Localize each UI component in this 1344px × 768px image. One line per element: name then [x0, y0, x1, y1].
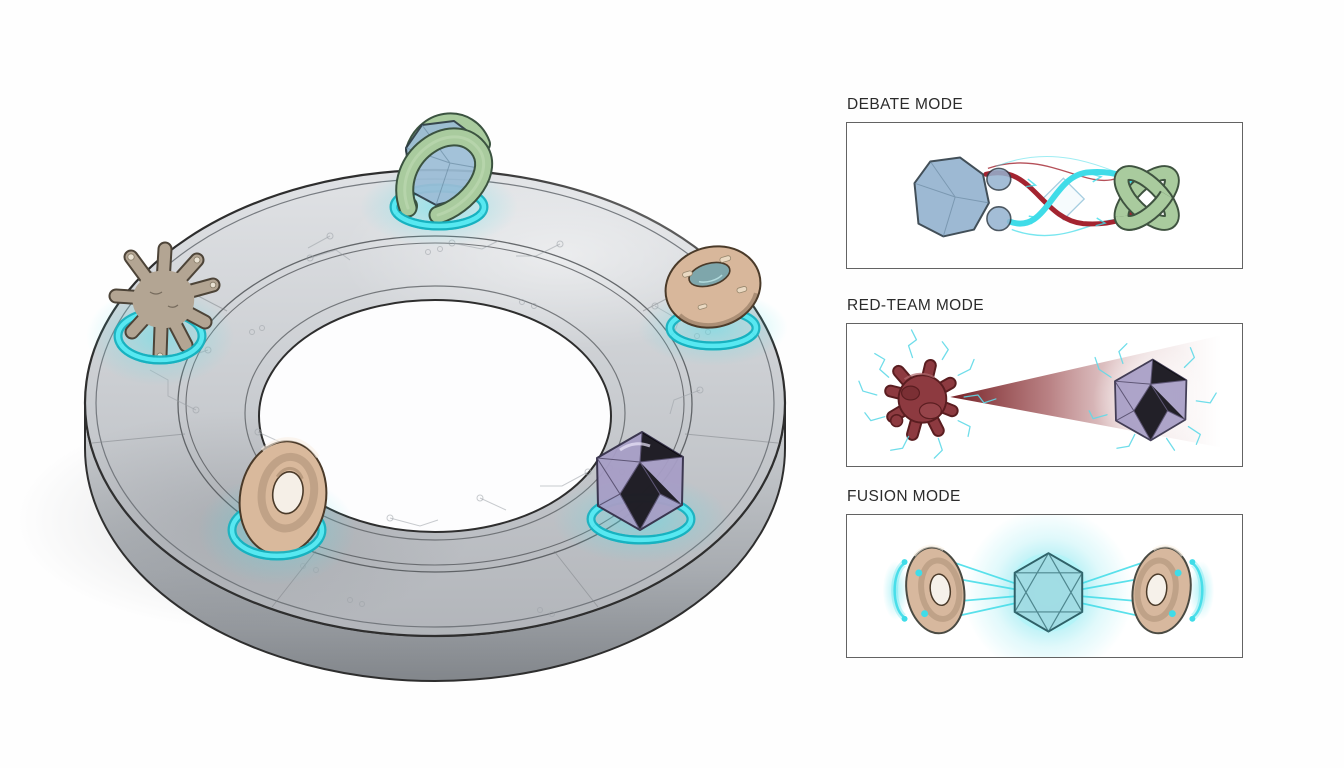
- panel-title: FUSION MODE: [847, 488, 961, 505]
- debate-blue-polyhedron: [913, 156, 1012, 238]
- glow-pad-front-arcs: [116, 210, 757, 561]
- left-bracket-glow: [882, 559, 909, 622]
- icosahedron: [596, 431, 684, 532]
- red-blob-attacker: [884, 359, 959, 441]
- fusion-core-polyhedron: [1013, 552, 1084, 633]
- red-team-illustration: [858, 329, 1237, 459]
- ring-stage: [15, 112, 788, 682]
- splat-blob: [108, 241, 221, 364]
- panel-canvas: [846, 122, 1243, 269]
- ring-hole: [258, 299, 612, 533]
- flow-arrow-icons: [1025, 173, 1107, 227]
- panel-canvas: [846, 323, 1243, 467]
- debate-green-knot: [1113, 165, 1180, 231]
- lightning-icons-left: [858, 329, 997, 459]
- panel-red-team-mode: RED-TEAM MODE: [846, 296, 1243, 467]
- panel-title: DEBATE MODE: [847, 96, 964, 113]
- fusion-left-torus: [905, 544, 966, 635]
- circuit-ring-platform: [15, 112, 788, 682]
- fusion-right-torus: [1131, 544, 1192, 635]
- knot-wrapped-polyhedron: [395, 112, 494, 225]
- debate-illustration: [913, 155, 1180, 238]
- purple-icosahedron-target: [1114, 358, 1188, 442]
- panel-debate-mode: DEBATE MODE: [846, 95, 1243, 269]
- fusion-illustration: [882, 515, 1215, 657]
- reclined-torus: [664, 245, 762, 329]
- panel-canvas: [846, 514, 1243, 658]
- lightning-icons-right: [1088, 343, 1217, 451]
- right-bracket-glow: [1188, 559, 1215, 622]
- panel-title: RED-TEAM MODE: [847, 297, 984, 314]
- panel-fusion-mode: FUSION MODE: [846, 487, 1243, 658]
